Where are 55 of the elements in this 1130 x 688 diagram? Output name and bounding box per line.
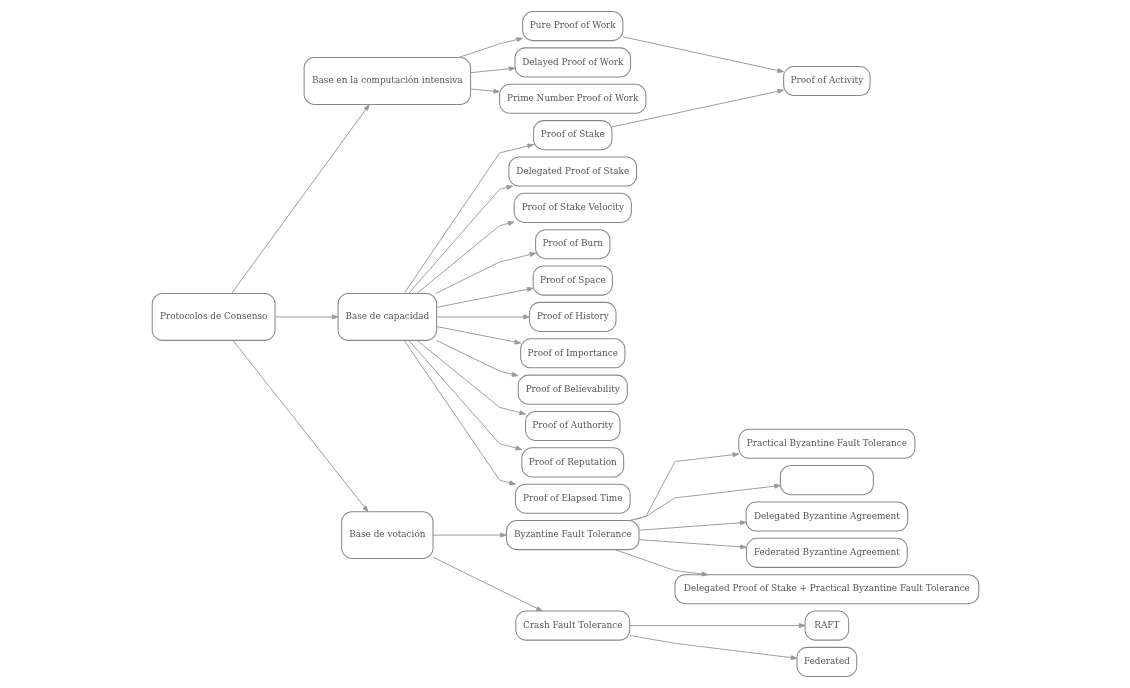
arrow xyxy=(614,549,708,577)
arrow xyxy=(407,340,522,451)
arrow xyxy=(435,326,521,345)
node-box: Proof of Importance xyxy=(519,338,625,369)
arrow xyxy=(469,66,515,74)
node-box: Proof of Elapsed Time xyxy=(514,483,631,514)
node-box: Base de capacidad xyxy=(337,292,437,341)
node-box: Base en la computación intensiva xyxy=(303,57,471,105)
arrow xyxy=(432,556,543,612)
arrow xyxy=(457,37,523,59)
node-box: Federated Byzantine Agreement xyxy=(745,537,908,568)
node-box: Protocolos de Consenso xyxy=(151,292,276,341)
arrow xyxy=(628,623,805,629)
node-box: Proof of Space xyxy=(532,265,613,296)
arrow xyxy=(435,340,518,377)
node-box: Delayed Proof of Work xyxy=(513,47,631,78)
node-box: Delegated Byzantine Agreement xyxy=(745,501,908,532)
arrow xyxy=(611,88,784,128)
node-box xyxy=(779,465,874,496)
node-box: Proof of History xyxy=(528,301,617,332)
node-box: Proof of Stake Velocity xyxy=(513,192,632,223)
node-box: Delegated Proof of Stake xyxy=(507,156,637,187)
arrow xyxy=(274,314,338,320)
arrow xyxy=(432,532,507,538)
arrow xyxy=(403,340,516,486)
arrow xyxy=(416,340,526,415)
arrow xyxy=(232,340,369,513)
arrow xyxy=(407,185,513,294)
node-box: Proof of Burn xyxy=(534,229,610,260)
node-box: Pure Proof of Work xyxy=(521,11,623,42)
arrow xyxy=(638,539,747,550)
arrow xyxy=(628,634,797,661)
arrow xyxy=(230,104,370,294)
arrow xyxy=(638,520,747,531)
node-box: Base de votación xyxy=(340,511,434,560)
node-box: Practical Byzantine Fault Tolerance xyxy=(737,428,915,459)
node-box: Delegated Proof of Stake + Practical Byzantine Fault Tolerance xyxy=(673,574,979,605)
arrow xyxy=(629,483,781,521)
arrow xyxy=(435,286,534,308)
node-box: Proof of Reputation xyxy=(520,447,624,478)
node-box: Prime Number Proof of Work xyxy=(498,83,646,114)
node-box: Proof of Stake xyxy=(532,120,612,151)
node-box: Proof of Activity xyxy=(782,65,871,97)
arrow xyxy=(469,88,500,94)
node-box: Byzantine Fault Tolerance xyxy=(505,520,640,551)
arrow xyxy=(434,252,536,294)
node-box: Federated xyxy=(795,646,857,677)
arrow xyxy=(403,143,534,294)
node-box: Proof of Believability xyxy=(517,374,628,405)
arrow xyxy=(622,36,784,73)
node-box: RAFT xyxy=(804,610,849,641)
node-box: Proof of Authority xyxy=(524,410,621,442)
node-box: Crash Fault Tolerance xyxy=(514,610,630,641)
arrow xyxy=(435,314,530,320)
arrow xyxy=(415,221,514,294)
